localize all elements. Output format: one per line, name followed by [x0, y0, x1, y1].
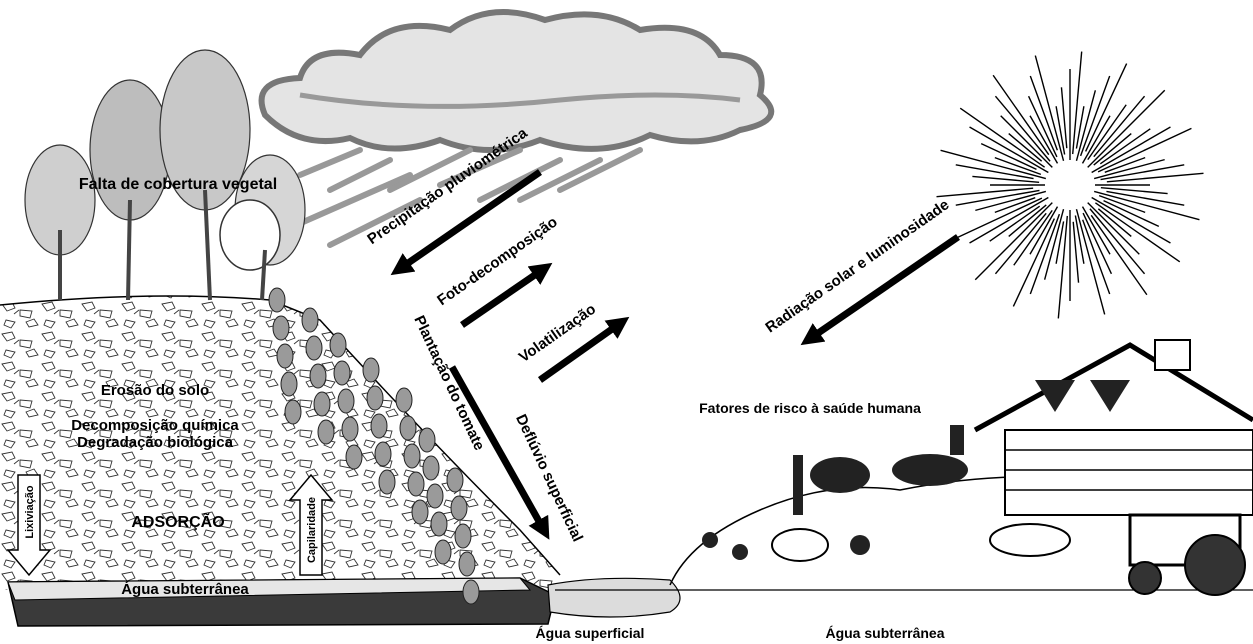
photodecomposition-arrow [460, 262, 553, 328]
rain-icon [282, 147, 643, 248]
tractor-icon [1128, 513, 1246, 596]
label-solar: Radiação solar e luminosidade [762, 196, 952, 336]
cloud-icon [258, 9, 775, 153]
sun-icon [936, 51, 1204, 319]
label-erosion: Erosão do solo [101, 382, 209, 399]
label-health-risk: Fatores de risco à saúde humana [699, 400, 921, 416]
label-groundwater-left: Água subterrânea [121, 581, 249, 598]
leaching-arrow [6, 474, 52, 577]
label-surface-water: Água superficial [536, 625, 645, 641]
tomato-plants-icon [268, 287, 480, 605]
label-leaching: Lixiviação [24, 485, 36, 538]
label-runoff: Deflúvio superficial [512, 412, 586, 545]
precipitation-arrow [390, 169, 542, 276]
label-vegetation: Falta de cobertura vegetal [79, 176, 277, 193]
process-arrows [390, 169, 960, 540]
forest-icon [24, 49, 306, 301]
capillarity-arrow [288, 473, 334, 576]
label-volatilization: Volatilização [516, 301, 599, 366]
farm-animals-icon [702, 425, 1071, 562]
solar-radiation-arrow [800, 234, 960, 346]
label-biological: Degradação biológica [77, 434, 234, 451]
label-capillarity: Capilaridade [306, 497, 318, 563]
volatilization-arrow [537, 316, 630, 383]
label-chemical: Decomposição química [71, 417, 239, 434]
house-icon [973, 339, 1253, 516]
runoff-arrow [448, 365, 550, 540]
label-adsorption: ADSORÇÃO [131, 511, 224, 531]
label-groundwater-right: Água subterrânea [825, 625, 944, 641]
